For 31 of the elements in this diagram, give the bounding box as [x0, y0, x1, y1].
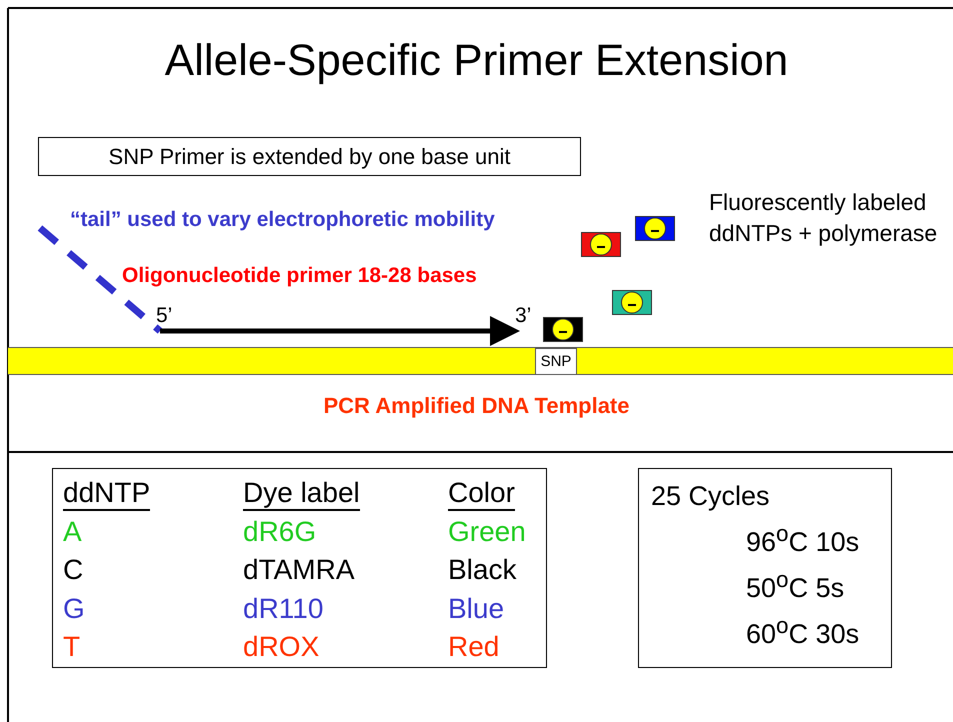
table-cell: dR110: [243, 592, 324, 624]
table-cell: dROX: [243, 631, 320, 663]
table-cell: A: [63, 516, 82, 548]
table-cell: dTAMRA: [243, 554, 354, 586]
cycle-step: 50$^{o}$C 5s: [746, 561, 844, 607]
annotation: “tail” used to vary electrophoretic mobility: [70, 208, 495, 232]
column-header: ddNTP: [63, 477, 150, 511]
cycle-step: 96$^{o}$C 10s: [746, 515, 860, 561]
column-header: Color: [448, 477, 515, 511]
annotation: Fluorescently labeled ddNTPs + polymerase: [709, 188, 938, 248]
table-cell: Green: [448, 516, 526, 548]
cycles-box: [638, 468, 892, 668]
table-cell: dR6G: [243, 516, 316, 548]
annotation: Oligonucleotide primer 18-28 bases: [122, 264, 477, 288]
dye-table-box: [52, 468, 547, 668]
annotation: PCR Amplified DNA Template: [322, 393, 630, 419]
table-cell: Blue: [448, 592, 504, 624]
cycle-step: 60$^{o}$C 30s: [746, 607, 860, 653]
cycle-count: 25 Cycles: [651, 480, 770, 513]
table-cell: Red: [448, 631, 500, 663]
table-cell: C: [63, 554, 84, 586]
table-cell: G: [63, 592, 85, 624]
column-header: Dye label: [243, 477, 360, 511]
end-label: 5’: [156, 304, 172, 328]
dna-template-bar: [8, 347, 953, 375]
table-cell: T: [63, 631, 80, 663]
snp-box: SNP: [535, 348, 577, 375]
slide-title: Allele-Specific Primer Extension: [164, 36, 790, 86]
note-box: SNP Primer is extended by one base unit: [38, 137, 581, 176]
table-cell: Black: [448, 554, 516, 586]
end-label: 3’: [515, 304, 532, 328]
